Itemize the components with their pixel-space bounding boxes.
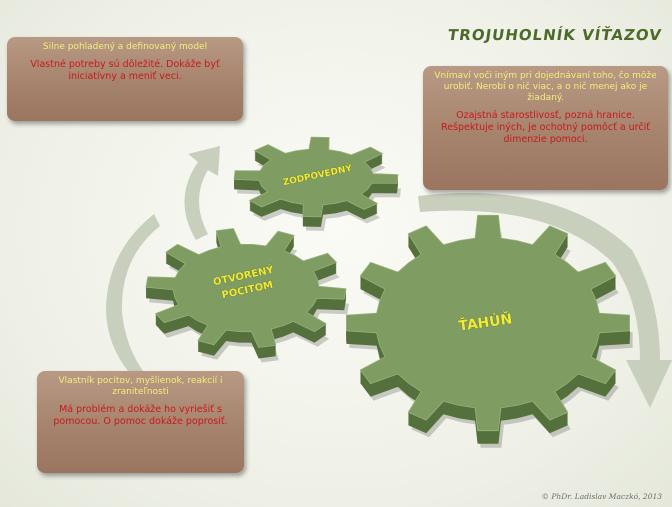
box-bottom-left: Vlastník pocitov, myšlienok, reakcií i z… — [37, 371, 244, 473]
gear-top — [233, 136, 401, 231]
box-bottom-left-heading: Vlastník pocitov, myšlienok, reakcií i z… — [58, 376, 223, 397]
gear-left — [145, 228, 349, 363]
copyright: © PhDr. Ladislav Maczkó, 2013 — [541, 492, 662, 501]
box-bottom-left-text: Má problém a dokáže ho vyriešiť s pomoco… — [53, 404, 228, 427]
box-right-heading: Vnímaví voči iným pri dojednávaní toho, … — [434, 71, 657, 103]
cycle-arrows — [106, 146, 672, 408]
arrow-top-left-arc — [184, 146, 220, 240]
box-top-left-heading: Silne pohladený a definovaný model — [42, 42, 208, 52]
gear-big — [345, 214, 633, 448]
arrow-left-arc — [106, 214, 168, 402]
box-right: Vnímaví voči iným pri dojednávaní toho, … — [423, 66, 668, 190]
gear-left-face — [145, 228, 347, 348]
arrow-right-arc — [418, 193, 672, 408]
box-top-left: Silne pohladený a definovaný model Vlast… — [7, 37, 243, 121]
page-title: TROJUHOLNÍK VÍŤAZOV — [446, 26, 664, 44]
gear-top-face — [233, 136, 399, 218]
box-right-text: Ozajstná starostlivosť, pozná hranice. R… — [441, 110, 650, 145]
gear-big-face — [345, 214, 630, 432]
box-top-left-text: Vlastné potreby sú dôležité. Dokáže byť … — [30, 59, 220, 82]
